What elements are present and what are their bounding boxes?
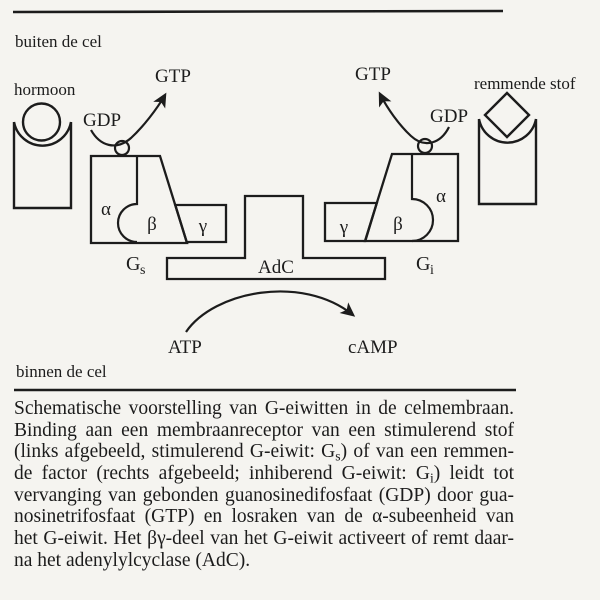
adc-label: AdC — [258, 257, 294, 278]
caption-line-6: nosinetrifosfaat (GTP) en losraken van d… — [14, 506, 514, 528]
gi-gamma-box — [323, 201, 379, 243]
gi-gamma-label: γ — [339, 217, 348, 238]
inhibitor-ligand-diamond — [483, 91, 531, 139]
caption-line-1: Schematische voorstelling van G-eiwitten… — [14, 398, 514, 419]
figure-caption: Schematische voorstelling van G-eiwitten… — [14, 398, 514, 572]
gdp-gtp-exchange-arrow-right — [378, 91, 450, 145]
gi-name-sub: i — [430, 263, 434, 278]
outside-cell-label: buiten de cel — [15, 32, 102, 51]
caption-line-2: Binding aan een membraanreceptor van een… — [14, 419, 514, 441]
gs-name-main: G — [126, 253, 140, 275]
adenylyl-cyclase-shape — [165, 194, 387, 281]
caption-line-4: de factor (rechts afgebeeld; inhiberend … — [14, 463, 514, 485]
gs-gamma-label: γ — [198, 216, 207, 237]
caption-line-5: vervanging van gebonden guanosinedifosfa… — [14, 484, 514, 506]
caption-line-7: het G-eiwit. Het βγ-deel van het G-eiwit… — [14, 528, 514, 550]
gprotein-diagram: buiten de cel hormoon GTP GDP α β γ G s … — [12, 9, 576, 392]
gdp-site-circle-right — [416, 137, 434, 155]
caption-line-4-text: de factor (rechts afgebeeld; inhiberend … — [14, 463, 430, 485]
gdp-gtp-exchange-arrow-left — [90, 92, 167, 147]
camp-label: cAMP — [348, 337, 398, 358]
inhibitor-receptor-shape — [477, 118, 538, 206]
atp-label: ATP — [168, 337, 202, 358]
gtp-label-left: GTP — [155, 66, 191, 87]
gi-alpha-label: α — [436, 186, 446, 207]
hormone-receptor-shape — [12, 121, 73, 210]
hormone-label: hormoon — [14, 80, 76, 99]
gdp-label-left: GDP — [83, 110, 121, 131]
gi-beta-label: β — [393, 214, 403, 235]
caption-line-3-text: (links afgebeeld, stimulerend G-eiwit: G — [14, 441, 336, 463]
caption-gi-subscript: i — [429, 470, 434, 486]
gs-gamma-box — [173, 203, 228, 244]
atp-camp-arrow — [185, 290, 356, 333]
gs-alpha-label: α — [101, 199, 111, 220]
caption-gs-subscript: s — [335, 448, 341, 464]
caption-line-4-text-b: ) leidt tot — [433, 463, 514, 485]
caption-line-3: (links afgebeeld, stimulerend G-eiwit: G… — [14, 441, 514, 463]
gi-alpha-beta-divider — [410, 154, 435, 243]
membrane-top-line — [12, 9, 504, 14]
gtp-label-right: GTP — [355, 64, 391, 85]
gdp-label-right: GDP — [430, 106, 468, 127]
gi-name-main: G — [416, 253, 430, 275]
gs-beta-label: β — [147, 214, 157, 235]
caption-line-3-text-b: ) of van een remmen- — [340, 441, 514, 463]
inhibitor-label: remmende stof — [474, 74, 576, 93]
inside-cell-label: binnen de cel — [16, 362, 107, 381]
caption-line-8: na het adenylylcyclase (AdC). — [14, 549, 251, 571]
gs-alpha-beta-divider — [116, 156, 139, 244]
hormone-ligand-circle — [21, 102, 62, 142]
gs-name-sub: s — [140, 263, 145, 278]
